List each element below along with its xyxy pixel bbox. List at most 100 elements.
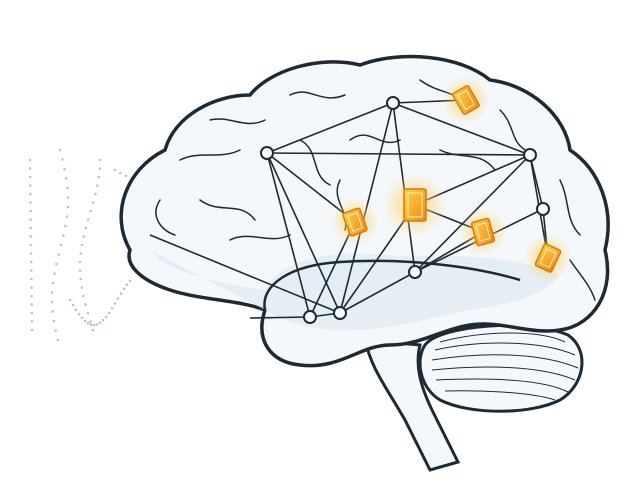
cerebellum <box>418 323 584 413</box>
highlighted-node-inner <box>475 222 491 242</box>
dot <box>30 311 34 315</box>
network-link <box>266 152 341 314</box>
network-link <box>266 152 531 156</box>
highlighted-node-inner <box>456 89 476 111</box>
dot <box>50 300 54 304</box>
dot <box>52 319 56 323</box>
dot <box>54 329 57 332</box>
highlighted-node <box>452 85 480 115</box>
dot <box>57 253 61 256</box>
brainstem <box>363 338 461 472</box>
dot <box>95 323 99 326</box>
highlighted-node-inner <box>346 212 364 232</box>
network-node <box>303 310 317 324</box>
dot <box>113 302 117 305</box>
dot <box>29 243 33 247</box>
dot <box>66 186 69 190</box>
dot <box>28 158 32 162</box>
dot <box>91 328 95 332</box>
dot <box>113 168 117 172</box>
dot <box>29 235 33 238</box>
dot <box>29 192 32 196</box>
network-node <box>333 306 347 320</box>
dot <box>101 318 105 322</box>
dot <box>51 310 54 313</box>
dot <box>116 297 120 300</box>
network-node <box>386 96 400 110</box>
dot <box>128 279 132 283</box>
dot <box>68 298 72 302</box>
dot <box>59 243 63 247</box>
dot <box>84 303 87 306</box>
dot <box>29 252 33 255</box>
dot <box>65 215 69 218</box>
dot <box>30 277 33 281</box>
dot <box>29 226 33 230</box>
dot <box>110 307 114 310</box>
dot <box>89 320 92 323</box>
network-link <box>249 316 311 319</box>
network-link <box>266 102 394 154</box>
dot <box>61 158 64 161</box>
dot <box>89 323 93 326</box>
highlighted-node-inner <box>407 192 423 218</box>
temporal-fissure <box>263 259 521 311</box>
dot <box>82 294 85 298</box>
network-link <box>392 102 531 156</box>
dot <box>58 148 62 152</box>
dot <box>91 201 95 204</box>
highlighted-node <box>342 207 368 237</box>
dot <box>79 252 83 255</box>
dot <box>124 174 128 178</box>
dot <box>104 315 108 319</box>
dot <box>78 260 82 264</box>
dot <box>30 286 33 289</box>
network-node <box>260 146 274 160</box>
dot <box>82 235 86 238</box>
dot <box>89 209 93 213</box>
network-node <box>536 202 550 216</box>
dot <box>79 277 82 281</box>
dot <box>98 158 102 162</box>
highlighted-node-inner <box>539 247 557 269</box>
dot <box>28 167 32 170</box>
dot <box>29 201 32 204</box>
dot <box>119 171 122 175</box>
dot <box>98 321 102 325</box>
dot <box>96 184 99 187</box>
dot <box>86 322 90 325</box>
dot <box>66 205 70 209</box>
neural-network <box>149 76 572 324</box>
dot <box>30 294 33 298</box>
dot <box>92 323 96 327</box>
dot <box>28 175 32 179</box>
dot <box>62 234 65 237</box>
dot <box>71 303 75 307</box>
dot <box>29 184 32 187</box>
dot <box>78 269 82 272</box>
dot <box>122 287 126 291</box>
dot <box>29 218 32 221</box>
dot <box>84 226 88 230</box>
network-link <box>149 234 341 314</box>
dot <box>80 316 84 320</box>
dot <box>125 283 129 287</box>
dot <box>63 167 66 171</box>
dot <box>77 312 81 316</box>
network-node <box>408 265 422 279</box>
dot <box>30 269 33 272</box>
dot <box>30 303 33 306</box>
dot <box>50 291 54 294</box>
dot <box>86 218 90 221</box>
dot <box>107 311 111 315</box>
dot <box>119 292 123 295</box>
dot <box>66 196 70 199</box>
dot <box>55 262 58 266</box>
dot <box>97 175 101 179</box>
dot <box>53 272 56 275</box>
dot <box>98 167 101 170</box>
dot <box>51 281 55 285</box>
dot <box>29 260 33 264</box>
dot <box>56 338 60 342</box>
